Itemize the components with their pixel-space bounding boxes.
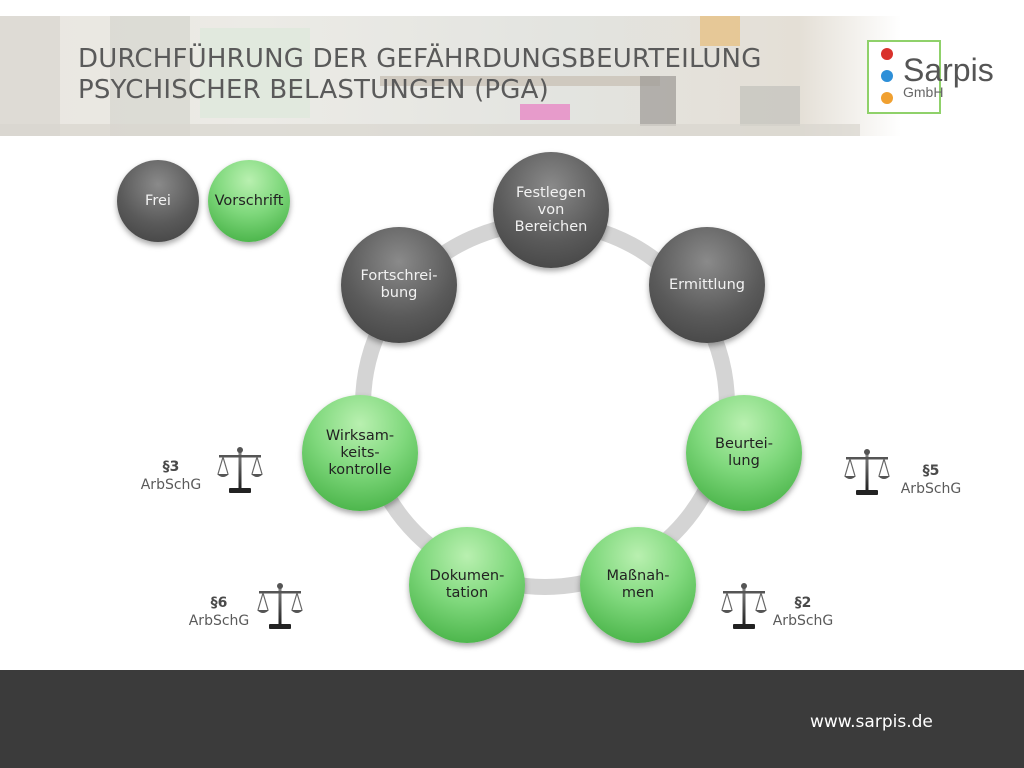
law-act: ArbSchG (188, 613, 250, 629)
cycle-node-label: Dokumen- tation (429, 568, 505, 601)
cycle-node-beurteilung: Beurtei- lung (686, 395, 802, 511)
cycle-node-massnahmen: Maßnah- men (580, 527, 696, 643)
page-title-line2: PSYCHISCHER BELASTUNGEN (PGA) (78, 75, 549, 105)
law-label-p3: §3 ArbSchG (138, 458, 204, 494)
brain-icon (881, 48, 893, 60)
scales-icon (217, 447, 263, 493)
scales-icon (721, 583, 767, 629)
cycle-node-label: Fortschrei- bung (360, 268, 438, 301)
law-label-p2: §2 ArbSchG (770, 594, 836, 630)
law-act: ArbSchG (140, 477, 202, 493)
logo-name: Sarpis (903, 52, 994, 88)
header-banner (0, 16, 1024, 136)
law-section: §3 (162, 459, 180, 475)
cycle-node-festlegen: Festlegen von Bereichen (493, 152, 609, 268)
gears-icon (881, 70, 893, 82)
cycle-node-label: Ermittlung (668, 276, 745, 293)
globe-icon (881, 92, 893, 104)
law-section: §2 (794, 595, 812, 611)
cycle-node-dokumentation: Dokumen- tation (409, 527, 525, 643)
law-section: §6 (210, 595, 228, 611)
legend-free-label: Frei (145, 192, 171, 209)
law-act: ArbSchG (900, 481, 962, 497)
cycle-node-label: Maßnah- men (606, 568, 670, 601)
cycle-node-label: Beurtei- lung (715, 436, 773, 469)
company-logo (867, 40, 941, 114)
law-label-p5: §5 ArbSchG (898, 462, 964, 498)
logo-suffix: GmbH (903, 84, 944, 100)
legend-mandatory-label: Vorschrift (214, 192, 284, 209)
cycle-node-label: Festlegen von Bereichen (514, 184, 588, 235)
scales-icon (844, 449, 890, 495)
footer-website-link[interactable]: www.sarpis.de (810, 712, 933, 732)
footer-bar (0, 670, 1024, 768)
page-title: DURCHFÜHRUNG DER GEFÄHRDUNGSBEURTEILUNG … (78, 44, 838, 106)
law-section: §5 (922, 463, 940, 479)
cycle-node-fortschreibung: Fortschrei- bung (341, 227, 457, 343)
cycle-node-ermittlung: Ermittlung (649, 227, 765, 343)
cycle-node-wirksamkeit: Wirksam- keits- kontrolle (302, 395, 418, 511)
legend-free: Frei (117, 160, 199, 242)
law-act: ArbSchG (772, 613, 834, 629)
law-label-p6: §6 ArbSchG (186, 594, 252, 630)
page-title-line1: DURCHFÜHRUNG DER GEFÄHRDUNGSBEURTEILUNG (78, 44, 762, 74)
scales-icon (257, 583, 303, 629)
cycle-node-label: Wirksam- keits- kontrolle (325, 427, 395, 478)
legend-mandatory: Vorschrift (208, 160, 290, 242)
